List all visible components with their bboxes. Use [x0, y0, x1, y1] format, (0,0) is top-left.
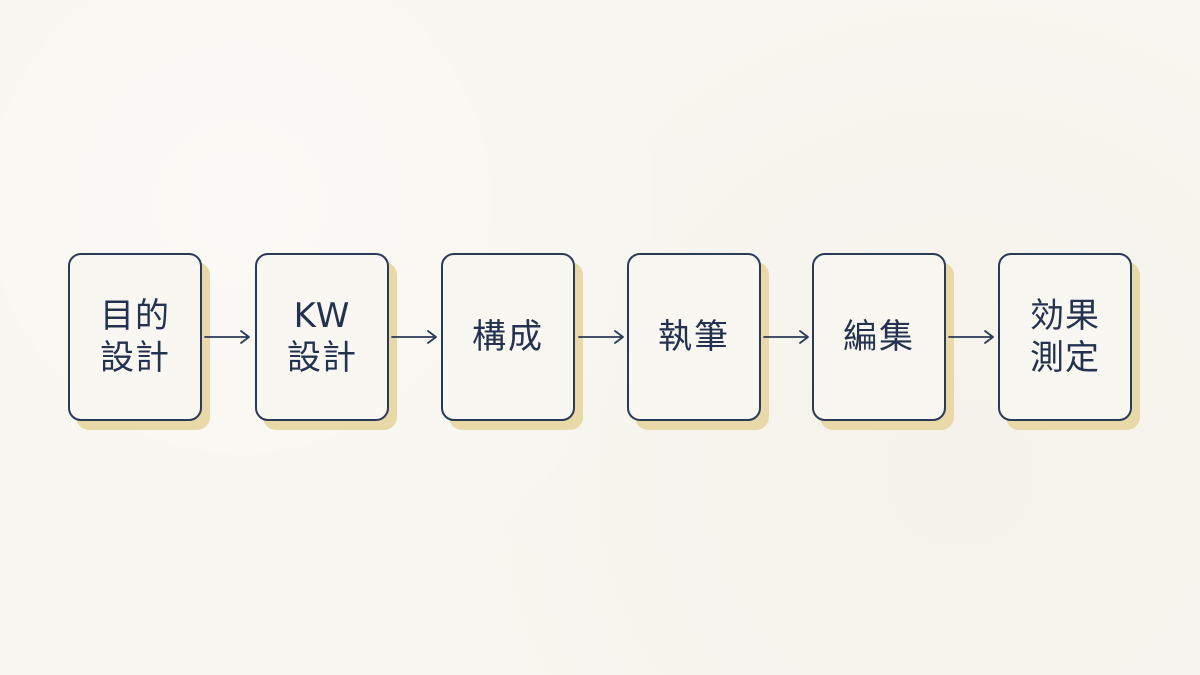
arrow-right-icon — [391, 326, 439, 348]
step-box-editing: 編集 — [812, 253, 946, 421]
step-box-structure: 構成 — [441, 253, 575, 421]
step-label-keyword-design: KW 設計 — [287, 296, 357, 378]
step-box-writing: 執筆 — [627, 253, 761, 421]
step-label-purpose-design: 目的 設計 — [100, 296, 170, 378]
step-box-keyword-design: KW 設計 — [255, 253, 389, 421]
arrow-right-icon — [578, 326, 626, 348]
arrow-right-icon — [763, 326, 811, 348]
step-label-editing: 編集 — [843, 317, 915, 357]
step-box-purpose-design: 目的 設計 — [68, 253, 202, 421]
step-label-effect-measurement: 効果 測定 — [1030, 296, 1100, 378]
step-label-structure: 構成 — [472, 317, 544, 357]
step-label-writing: 執筆 — [658, 317, 730, 357]
step-box-effect-measurement: 効果 測定 — [998, 253, 1132, 421]
arrow-right-icon — [948, 326, 996, 348]
arrow-right-icon — [204, 326, 252, 348]
